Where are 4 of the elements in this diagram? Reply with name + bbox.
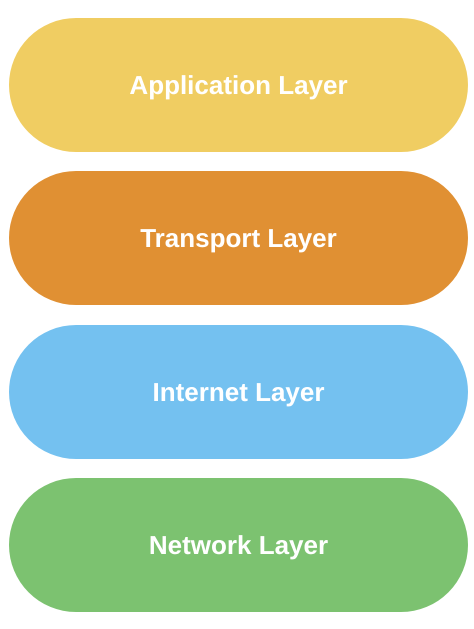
layer-label: Network Layer — [148, 530, 328, 560]
layer-label: Application Layer — [129, 70, 348, 100]
layer-label: Transport Layer — [140, 222, 337, 254]
layer-label: Internet Layer — [152, 376, 324, 408]
